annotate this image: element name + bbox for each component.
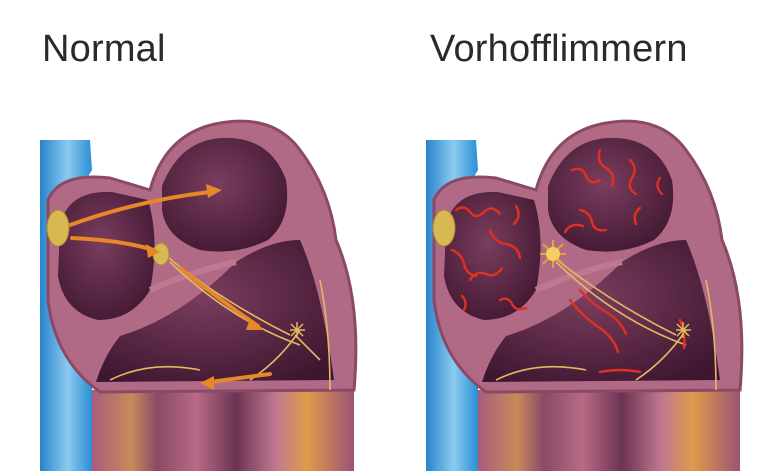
lower-vessels-left bbox=[92, 390, 354, 471]
av-node-right bbox=[546, 247, 560, 261]
heart-afib bbox=[424, 121, 742, 471]
heart-normal bbox=[38, 121, 356, 471]
sinus-node-right bbox=[433, 210, 455, 246]
ventricle-node-right bbox=[676, 322, 691, 338]
ventricle-node-left bbox=[290, 322, 305, 338]
right-atrium-right bbox=[444, 192, 541, 320]
sinus-node-left bbox=[47, 210, 69, 246]
lower-vessels-right bbox=[478, 390, 740, 471]
